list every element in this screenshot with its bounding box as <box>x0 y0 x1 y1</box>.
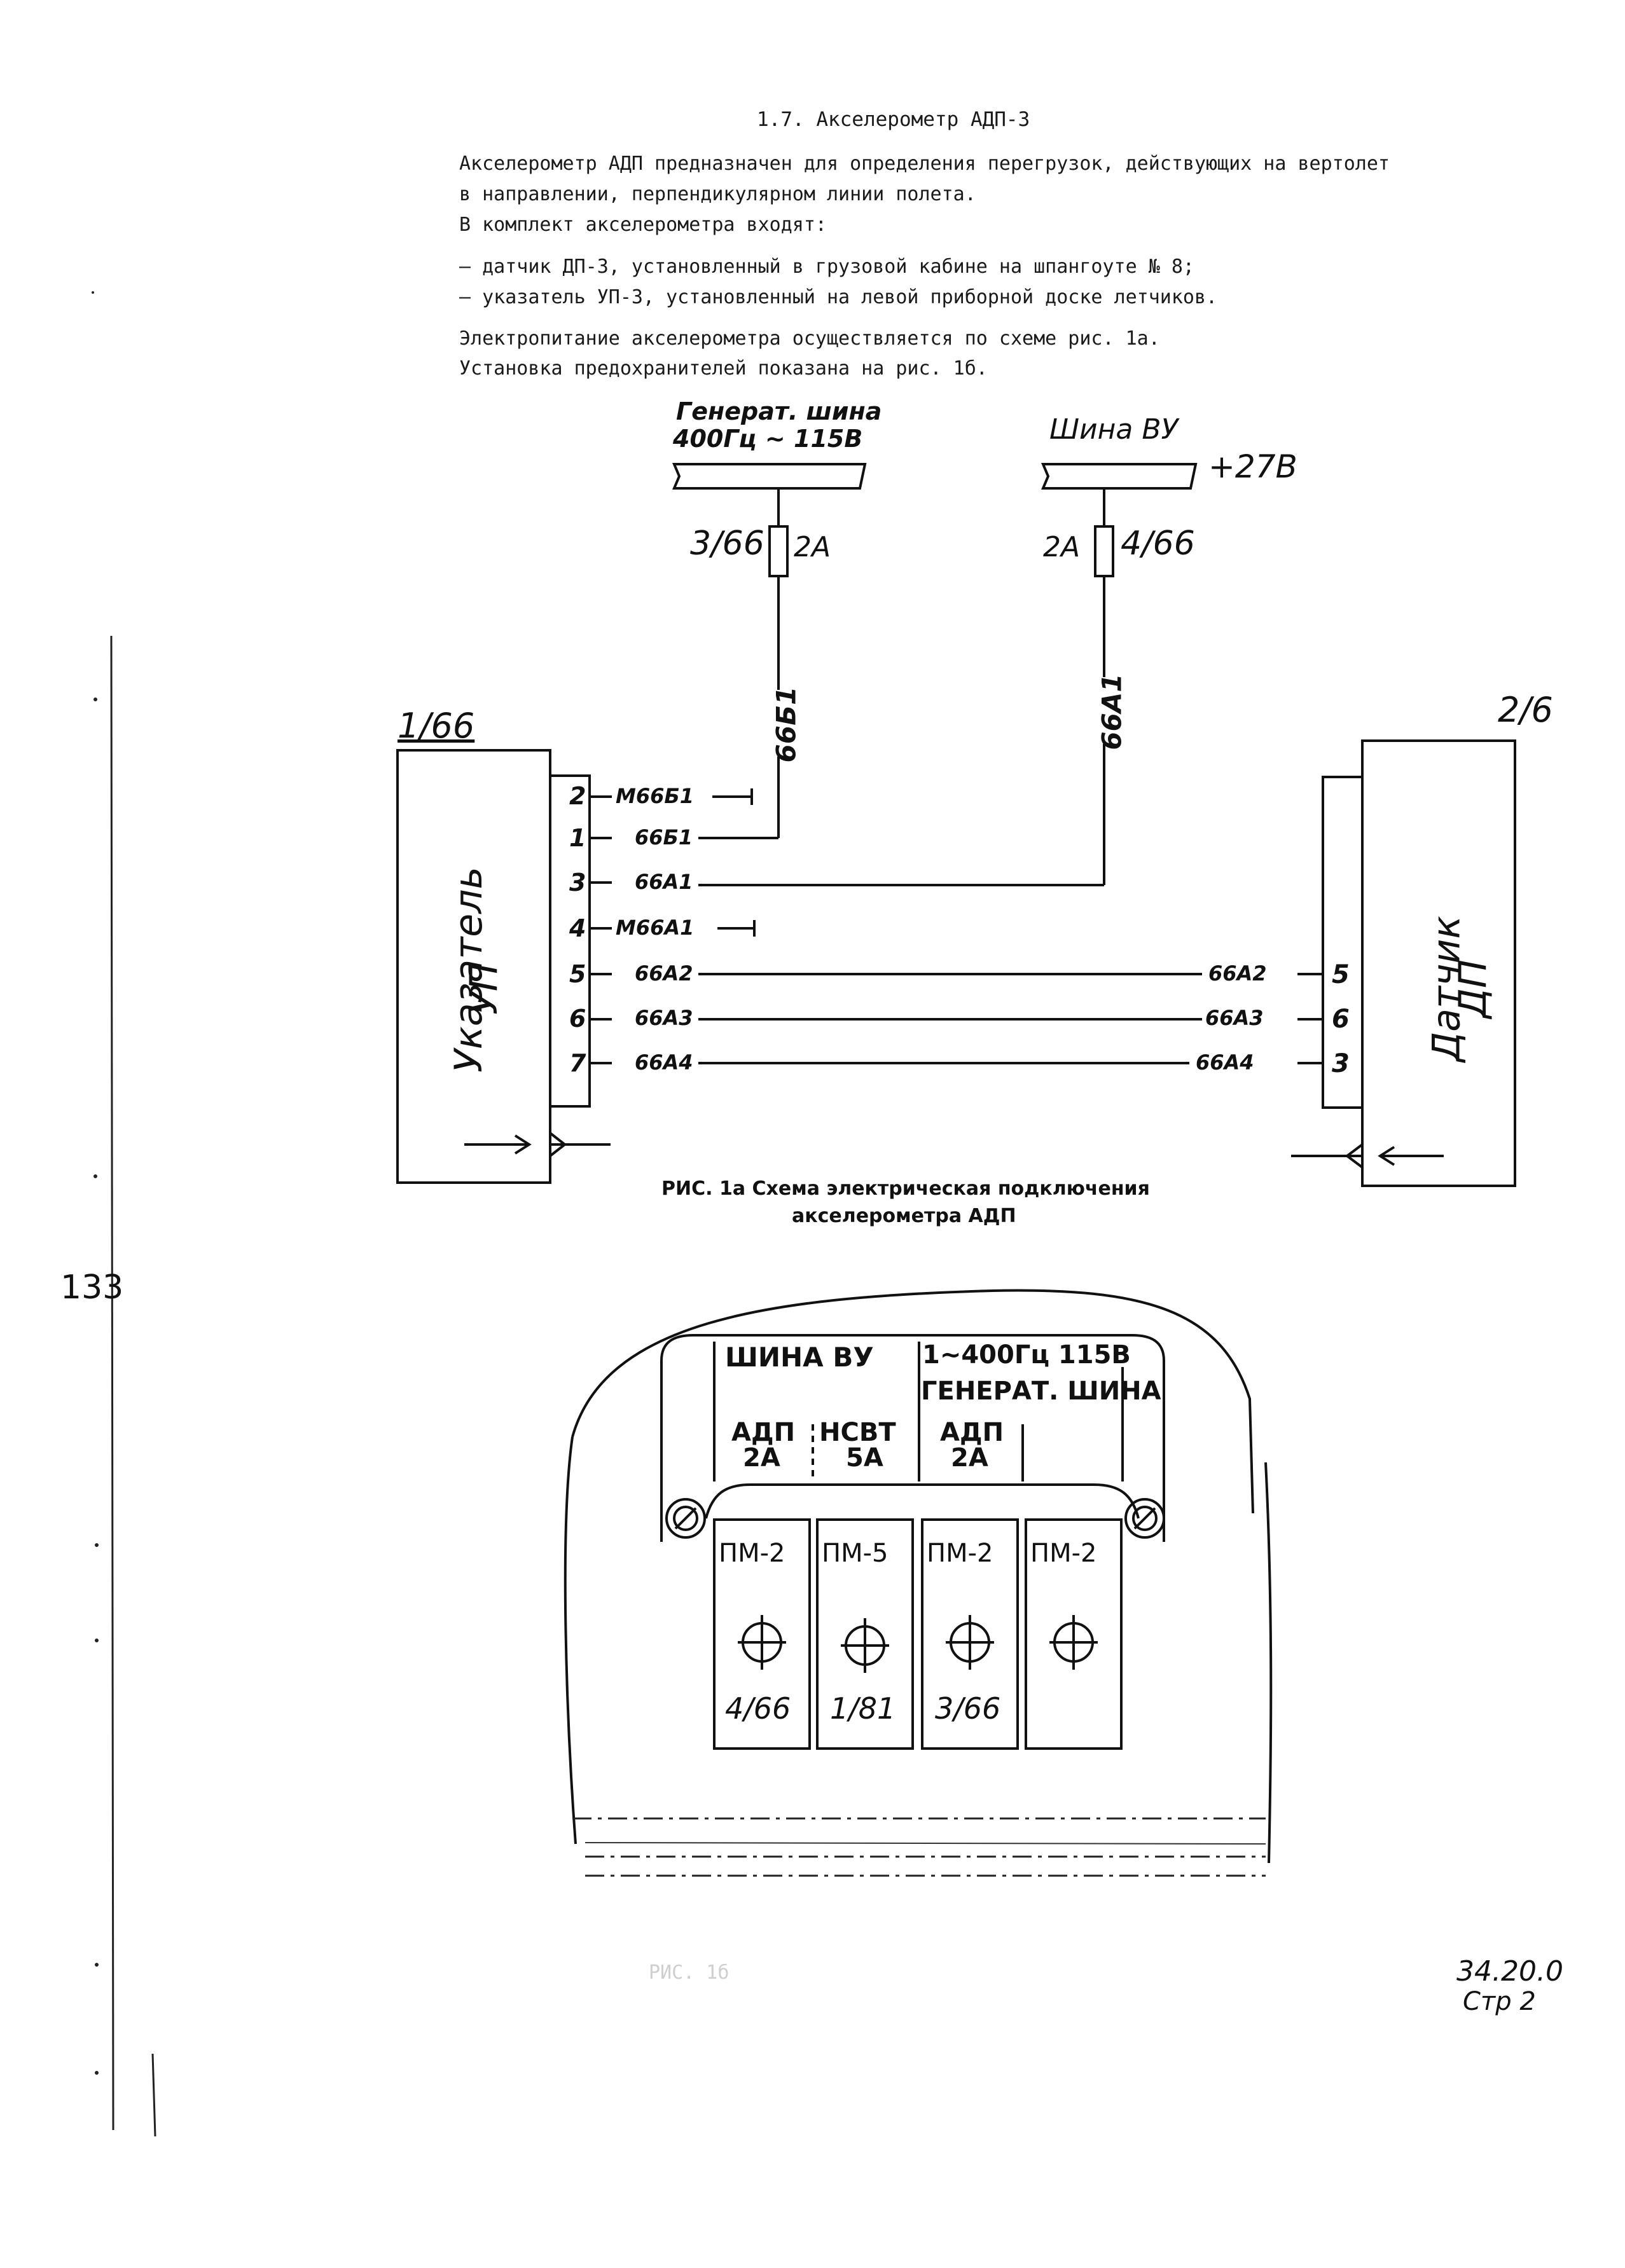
wire-label-66a2-right: 66А2 <box>1208 961 1267 986</box>
sensor-pin-3: 3 <box>1332 1049 1350 1078</box>
margin-page-number: 133 <box>60 1268 124 1307</box>
sensor-type: ДП <box>1451 959 1495 1018</box>
indicator-pin-7: 7 <box>569 1049 586 1077</box>
indicator-ref: 1/66 <box>398 706 475 746</box>
sensor-pin-6: 6 <box>1332 1005 1350 1034</box>
panel-label-2-name: НСВТ <box>819 1418 896 1447</box>
fuse-3-type: ПМ-2 <box>927 1539 993 1568</box>
fuse-2-ref: 1/81 <box>830 1691 896 1726</box>
fuse-4-type: ПМ-2 <box>1030 1539 1097 1568</box>
wire-label-66a3-right: 66А3 <box>1205 1006 1264 1030</box>
fuse-panel-drawing <box>564 1289 1273 1864</box>
panel-label-2-rating: 5А <box>846 1443 883 1473</box>
panel-label-1-name: АДП <box>731 1418 796 1447</box>
panel-label-3-name: АДП <box>940 1418 1004 1447</box>
panel-header-left: ШИНА ВУ <box>725 1342 874 1373</box>
paragraph-line-3: В комплект акселерометра входят: <box>459 214 827 236</box>
wire-left-label: 66Б1 <box>770 686 802 763</box>
indicator-type: УП <box>461 963 506 1015</box>
paragraph-line-1: Акселерометр АДП предназначен для опреде… <box>459 153 1390 175</box>
footer-code: 34.20.0 <box>1456 1955 1563 1988</box>
fuse-2-type: ПМ-5 <box>822 1539 889 1568</box>
indicator-pin-1: 1 <box>569 824 586 852</box>
generator-bus-bar <box>672 463 867 490</box>
fuse-slot-3 <box>921 1518 1019 1750</box>
indicator-pin-5: 5 <box>569 960 586 988</box>
sensor-pin-5: 5 <box>1332 960 1350 989</box>
wire-label-m66b1: М66Б1 <box>616 784 695 808</box>
dc-bus-label: Шина ВУ <box>1049 413 1179 446</box>
wire-right-label: 66А1 <box>1096 673 1128 750</box>
footer-page: Стр 2 <box>1463 1987 1536 2016</box>
indicator-connector <box>549 774 591 1108</box>
indicator-pin-4: 4 <box>569 914 586 942</box>
generator-bus-label-1: Генерат. шина <box>676 397 882 425</box>
panel-header-right-2: ГЕНЕРАТ. ШИНА <box>921 1377 1161 1406</box>
margin-marks <box>110 635 156 2137</box>
fuse-3-ref: 3/66 <box>935 1691 1001 1726</box>
fuse-left-ref: 3/66 <box>690 525 764 563</box>
panel-label-3-rating: 2А <box>951 1443 988 1473</box>
list-item-2: – указатель УП-3, установленный на левой… <box>459 286 1218 308</box>
diagram-caption-line-1: РИС. 1а Схема электрическая подключения <box>661 1178 1150 1200</box>
panel-header-right-1: 1~400Гц 115В <box>922 1340 1131 1370</box>
wire-label-66a4-right: 66А4 <box>1196 1050 1254 1075</box>
power-line-2: Установка предохранителей показана на ри… <box>459 357 988 380</box>
fuse-1-type: ПМ-2 <box>719 1539 785 1568</box>
sensor-ref: 2/6 <box>1498 690 1553 730</box>
dc-bus-voltage: +27В <box>1208 448 1297 485</box>
wire-label-66a1: 66А1 <box>635 870 693 894</box>
faded-caption: РИС. 1б <box>649 1962 730 1984</box>
dc-bus-bar <box>1041 463 1198 490</box>
indicator-pin-6: 6 <box>569 1005 586 1033</box>
indicator-pin-2: 2 <box>569 782 586 810</box>
section-title: 1.7. Акселерометр АДП-3 <box>757 108 1030 131</box>
generator-bus-label-2: 400Гц ~ 115В <box>673 425 863 453</box>
wire-label-66a3-left: 66А3 <box>635 1006 693 1030</box>
fuse-left-symbol <box>768 525 789 577</box>
list-item-1: – датчик ДП-3, установленный в грузовой … <box>459 256 1194 278</box>
wire-label-66a4-left: 66А4 <box>635 1050 693 1075</box>
wire-label-66b1: 66Б1 <box>635 825 693 849</box>
paragraph-line-2: в направлении, перпендикулярном линии по… <box>459 183 976 205</box>
fuse-1-ref: 4/66 <box>725 1691 791 1726</box>
fuse-slot-1 <box>713 1518 811 1750</box>
fuse-right-ref: 4/66 <box>1121 525 1195 563</box>
diagram-caption-line-2: акселерометра АДП <box>792 1205 1016 1227</box>
wire-label-m66a1: М66А1 <box>616 916 695 940</box>
fuse-right-symbol <box>1094 525 1114 577</box>
fuse-slot-2 <box>816 1518 914 1750</box>
panel-label-1-rating: 2А <box>743 1443 780 1473</box>
power-line-1: Электропитание акселерометра осуществляе… <box>459 327 1160 350</box>
fuse-slot-4 <box>1025 1518 1123 1750</box>
wire-label-66a2-left: 66А2 <box>635 961 693 986</box>
indicator-pin-3: 3 <box>569 869 586 897</box>
fuse-right-rating: 2А <box>1043 531 1081 563</box>
sensor-connector <box>1322 776 1364 1109</box>
fuse-left-rating: 2А <box>794 531 831 563</box>
